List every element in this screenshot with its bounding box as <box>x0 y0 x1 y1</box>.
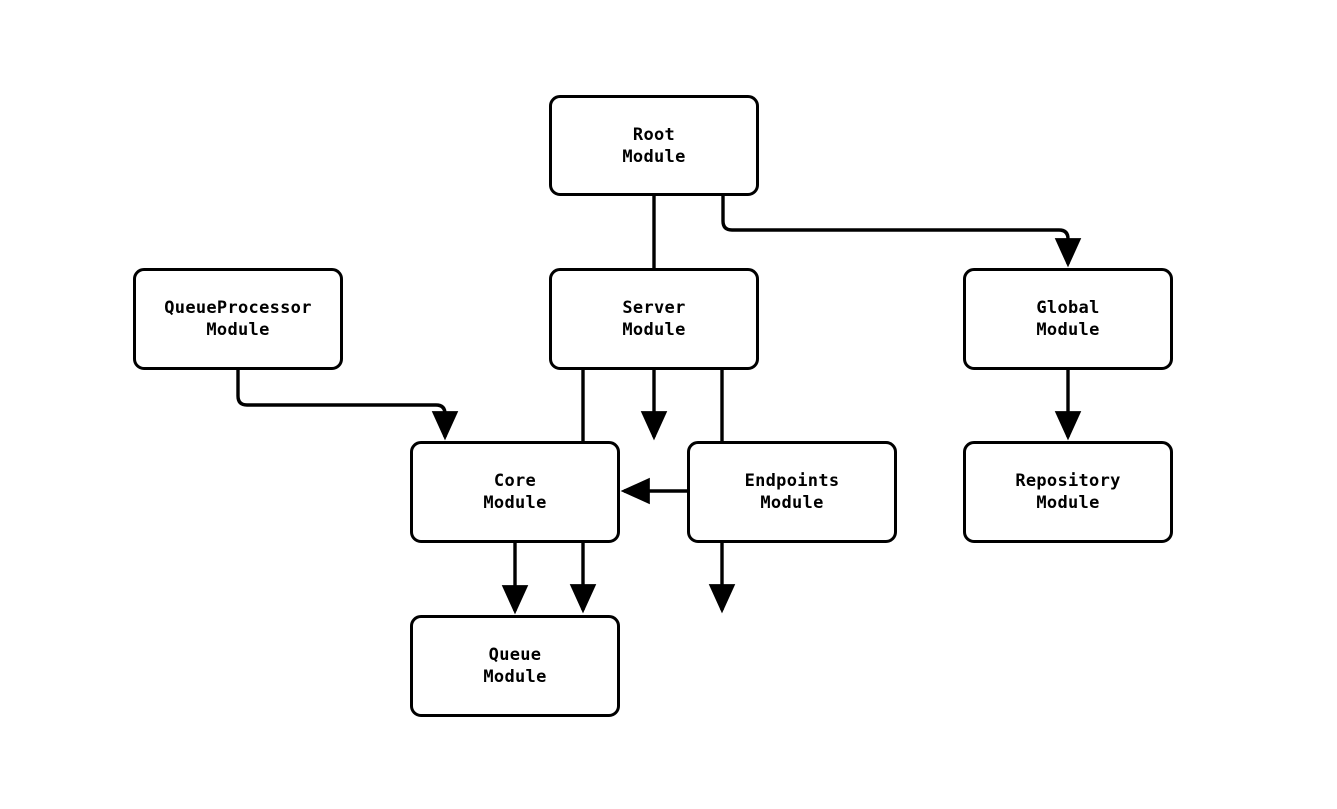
node-global-module-label-line1: Global <box>1036 298 1100 318</box>
node-core-module-label-line2: Module <box>483 493 547 513</box>
node-endpoints-module[interactable]: Endpoints Module <box>687 441 897 543</box>
node-queueprocessor-module-label-line2: Module <box>206 320 270 340</box>
node-server-module-label-line2: Module <box>622 320 686 340</box>
node-endpoints-module-label-line1: Endpoints <box>744 471 840 491</box>
node-root-module[interactable]: Root Module <box>549 95 759 196</box>
edge-queueprocessor-to-core <box>236 370 459 441</box>
node-queue-module-label-line1: Queue <box>488 645 542 665</box>
node-queueprocessor-module-label-line1: QueueProcessor <box>164 298 312 318</box>
node-core-module[interactable]: Core Module <box>410 441 620 543</box>
node-repository-module-label-line2: Module <box>1036 493 1100 513</box>
node-root-module-label-line2: Module <box>622 146 686 167</box>
node-global-module-label-line2: Module <box>1036 320 1100 340</box>
edge-root-to-global <box>721 196 1082 268</box>
node-repository-module[interactable]: Repository Module <box>963 441 1173 543</box>
node-queueprocessor-module[interactable]: QueueProcessor Module <box>133 268 343 370</box>
node-server-module[interactable]: Server Module <box>549 268 759 370</box>
node-queue-module[interactable]: Queue Module <box>410 615 620 717</box>
node-endpoints-module-label-line2: Module <box>760 493 824 513</box>
node-root-module-label-line1: Root <box>632 124 676 145</box>
node-server-module-label-line1: Server <box>622 298 686 318</box>
node-core-module-label-line1: Core <box>493 471 537 491</box>
node-repository-module-label-line1: Repository <box>1015 471 1121 491</box>
node-queue-module-label-line2: Module <box>483 667 547 687</box>
node-global-module[interactable]: Global Module <box>963 268 1173 370</box>
